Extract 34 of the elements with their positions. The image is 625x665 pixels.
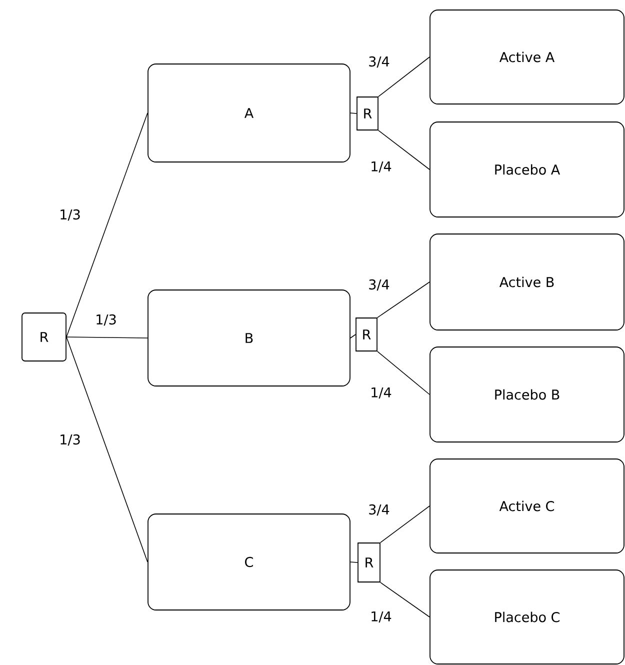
- edge-label: 1/4: [372, 161, 392, 173]
- connector-line: [66, 336, 148, 562]
- edge-label: 1/4: [372, 387, 392, 399]
- randomization-box: R: [358, 542, 380, 582]
- outcome-box: Active C: [430, 458, 624, 554]
- randomization-box: R: [356, 96, 378, 130]
- connector-line: [378, 130, 430, 170]
- arm-box: B: [148, 290, 350, 386]
- connector-line: [350, 334, 356, 338]
- outcome-box: Active A: [430, 10, 624, 104]
- connector-line: [350, 112, 357, 114]
- edge-label: 3/4: [369, 56, 390, 68]
- arm-box: A: [148, 64, 350, 162]
- randomization-box: R: [22, 312, 66, 362]
- outcome-box: Placebo A: [430, 122, 624, 218]
- outcome-box: Placebo C: [430, 570, 624, 664]
- connector-line: [66, 112, 148, 338]
- outcome-box: Placebo B: [430, 346, 624, 442]
- outcome-box: Active B: [430, 234, 624, 330]
- arm-box: C: [148, 514, 350, 610]
- edge-label: 1/3: [96, 314, 116, 326]
- connector-line: [380, 582, 430, 618]
- connector-line: [378, 56, 430, 97]
- edge-label: 1/3: [60, 209, 80, 221]
- connector-line: [380, 506, 430, 543]
- connector-line: [377, 351, 430, 395]
- edge-label: 1/3: [60, 434, 80, 446]
- connector-line: [350, 562, 358, 563]
- edge-label: 1/4: [372, 611, 392, 623]
- randomization-box: R: [356, 318, 378, 352]
- edge-label: 3/4: [369, 279, 390, 291]
- connector-line: [66, 336, 148, 338]
- connector-line: [377, 282, 430, 318]
- edge-label: 3/4: [369, 504, 390, 516]
